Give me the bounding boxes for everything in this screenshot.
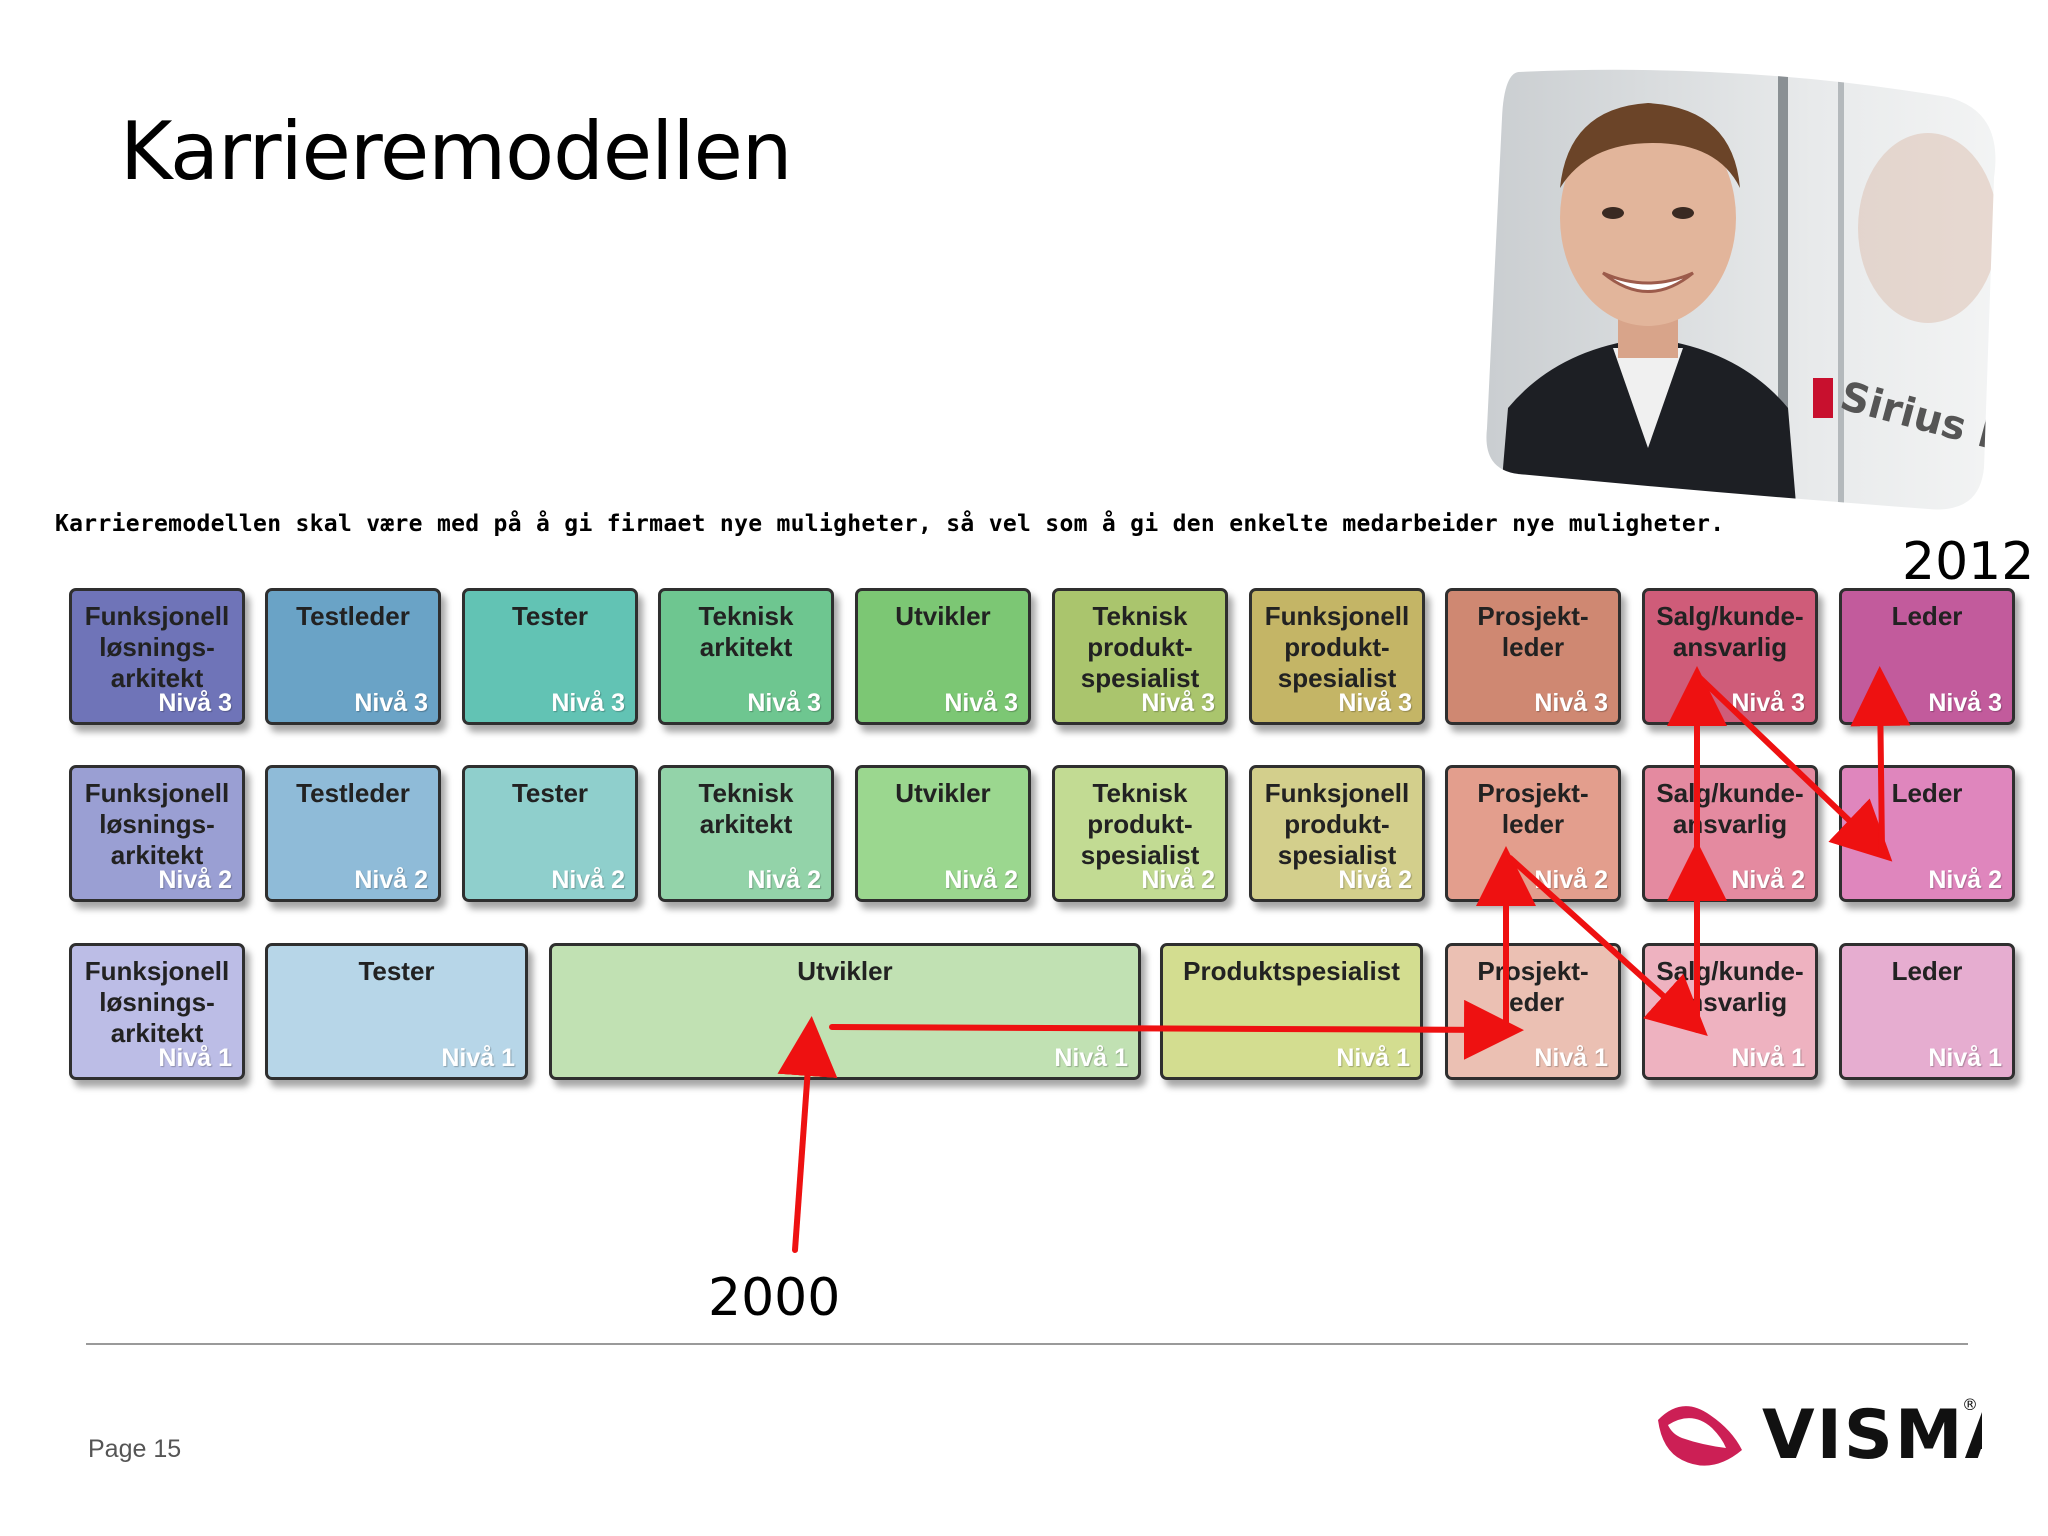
footer-divider (86, 1343, 1968, 1345)
career-box-title: Utvikler (895, 601, 991, 631)
career-box-title: Tester (511, 601, 589, 631)
career-box-level: Nivå 2 (944, 866, 1018, 894)
career-box-title: Teknisk arkitekt (698, 601, 794, 662)
career-box-level: Nivå 2 (747, 866, 821, 894)
career-box-level: Nivå 3 (1141, 689, 1215, 717)
career-box-title: Leder (1891, 778, 1963, 808)
slide-title: Karrieremodellen (120, 105, 792, 198)
career-box-level: Nivå 3 (1928, 689, 2002, 717)
career-box-level: Nivå 1 (158, 1044, 232, 1072)
career-box-title: Testleder (296, 778, 410, 808)
career-box-title: Funksjonell løsnings- arkitekt (84, 601, 230, 693)
career-box-level: Nivå 2 (354, 866, 428, 894)
career-box-title: Teknisk arkitekt (698, 778, 794, 839)
career-box-level: Nivå 3 (551, 689, 625, 717)
career-box-title: Funksjonell løsnings- arkitekt (84, 956, 230, 1048)
career-box-title: Utvikler (797, 956, 893, 986)
career-box-level: Nivå 3 (158, 689, 232, 717)
career-box-level: Nivå 2 (1731, 866, 1805, 894)
career-box-level: Nivå 2 (158, 866, 232, 894)
career-box-level: Nivå 2 (551, 866, 625, 894)
career-box-title: Salg/kunde- ansvarlig (1656, 601, 1804, 662)
career-box-title: Tester (358, 956, 435, 986)
career-box-level: Nivå 2 (1338, 866, 1412, 894)
visma-logo-text: VISMA (1762, 1396, 1982, 1470)
career-box-title: Prosjekt- leder (1477, 601, 1589, 662)
page-number: Page 15 (88, 1435, 182, 1463)
career-box-title: Testleder (296, 601, 410, 631)
career-box-level: Nivå 3 (1338, 689, 1412, 717)
career-box-title: Prosjekt- leder (1477, 956, 1589, 1017)
career-box-title: Prosjekt- leder (1477, 778, 1589, 839)
career-box-title: Leder (1891, 956, 1963, 986)
portrait-photo: Sirius IT (1478, 48, 2038, 528)
career-box-title: Utvikler (895, 778, 991, 808)
career-box-title: Funksjonell produkt- spesialist (1264, 601, 1410, 693)
career-box-level: Nivå 1 (441, 1044, 515, 1072)
career-box-title: Produktspesialist (1183, 956, 1400, 986)
career-box-level: Nivå 1 (1928, 1044, 2002, 1072)
career-box-level: Nivå 3 (1534, 689, 1608, 717)
career-box-level: Nivå 1 (1534, 1044, 1608, 1072)
career-box-title: Leder (1891, 601, 1963, 631)
career-box-level: Nivå 1 (1054, 1044, 1128, 1072)
career-box-level: Nivå 3 (747, 689, 821, 717)
career-box-title: Funksjonell løsnings- arkitekt (84, 778, 230, 870)
career-box-title: Salg/kunde- ansvarlig (1656, 956, 1804, 1017)
career-box-title: Teknisk produkt- spesialist (1080, 778, 1200, 870)
career-box-title: Salg/kunde- ansvarlig (1656, 778, 1804, 839)
visma-logo: VISMA ® (1652, 1390, 2017, 1475)
career-box-title: Tester (511, 778, 589, 808)
career-box-level: Nivå 1 (1336, 1044, 1410, 1072)
career-box-level: Nivå 2 (1141, 866, 1215, 894)
career-box-title: Teknisk produkt- spesialist (1080, 601, 1200, 693)
year-end-label: 2012 (1902, 532, 2035, 592)
visma-registered-mark: ® (1962, 1395, 1978, 1414)
career-box-level: Nivå 1 (1731, 1044, 1805, 1072)
career-box-level: Nivå 3 (354, 689, 428, 717)
slide-subtitle: Karrieremodellen skal være med på å gi f… (55, 511, 1725, 537)
year-start-label: 2000 (708, 1268, 841, 1328)
career-box-level: Nivå 3 (1731, 689, 1805, 717)
career-box-level: Nivå 2 (1534, 866, 1608, 894)
career-box-level: Nivå 3 (944, 689, 1018, 717)
career-box-title: Funksjonell produkt- spesialist (1264, 778, 1410, 870)
career-box-level: Nivå 2 (1928, 866, 2002, 894)
